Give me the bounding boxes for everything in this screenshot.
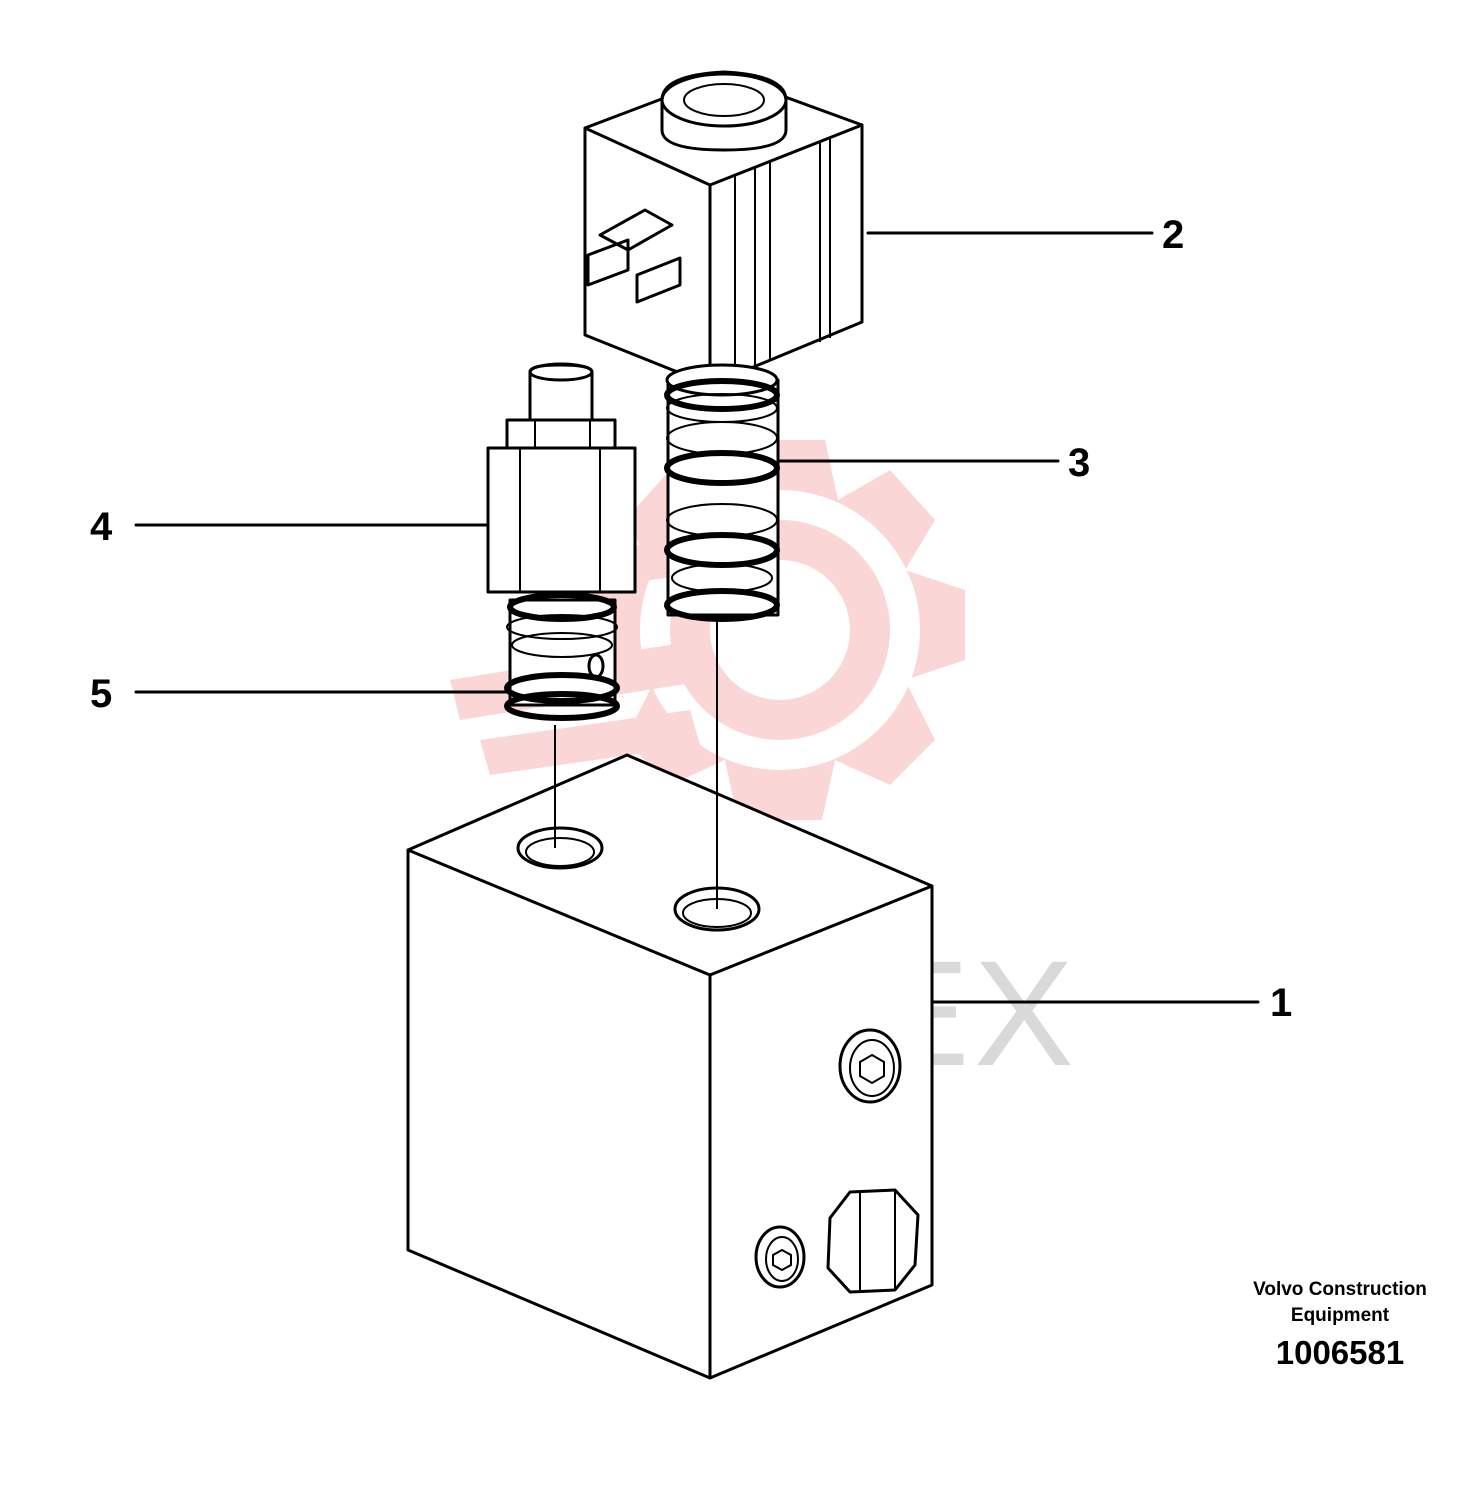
- callout-5: 5: [90, 672, 112, 716]
- callout-1: 1: [1270, 981, 1292, 1025]
- callout-3: 3: [1068, 441, 1090, 485]
- relief-valve: [486, 362, 637, 721]
- figure-number: 1006581: [1275, 1334, 1405, 1371]
- manufacturer-caption: Volvo Construction Equipment: [1253, 1279, 1427, 1326]
- callout-4: 4: [90, 505, 113, 549]
- solenoid-coil: [583, 70, 864, 387]
- valve-block: [406, 753, 934, 1380]
- callout-2: 2: [1162, 213, 1184, 257]
- cartridge-valve: [664, 363, 780, 622]
